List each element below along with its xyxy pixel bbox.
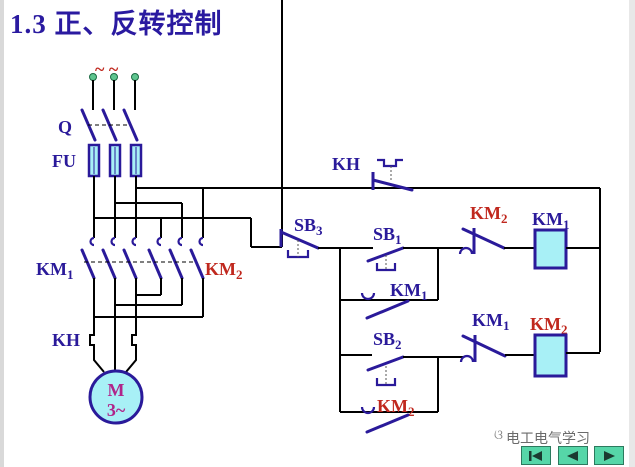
km2-interlock-contact: KM2 bbox=[458, 203, 534, 255]
label-kh-main: KH bbox=[52, 330, 80, 350]
sb3-stop-button: SB3 bbox=[279, 0, 373, 259]
previous-slide-icon bbox=[567, 450, 578, 461]
motor-circle bbox=[88, 369, 144, 425]
label-km1-coil: KM1 bbox=[532, 209, 570, 232]
kh-control-contact: KH bbox=[332, 154, 414, 192]
label-km1-main: KM1 bbox=[36, 259, 74, 282]
label-km2-hold: KM2 bbox=[377, 396, 415, 419]
wechat-icon: ଓ bbox=[494, 428, 503, 443]
label-km2-interlock: KM2 bbox=[470, 203, 508, 226]
first-slide-button[interactable] bbox=[521, 446, 551, 465]
motor-wiring bbox=[93, 278, 204, 330]
motor-phase: 3~ bbox=[107, 400, 126, 420]
label-sb3: SB3 bbox=[294, 215, 323, 238]
sb2-reverse-button: SB2 bbox=[340, 329, 463, 387]
main-wiring bbox=[93, 176, 600, 248]
thermal-relay-heater-kh: KH bbox=[52, 330, 137, 373]
watermark-text: 电工电气学习 bbox=[506, 431, 590, 447]
previous-slide-button[interactable] bbox=[558, 446, 588, 465]
next-slide-icon bbox=[604, 450, 615, 461]
first-slide-icon bbox=[529, 450, 542, 461]
label-km2-main: KM2 bbox=[205, 259, 243, 282]
motor-label: M bbox=[108, 380, 125, 400]
km2-main-contacts: KM2 bbox=[147, 236, 243, 282]
label-fu: FU bbox=[52, 151, 76, 171]
terminal-l2 bbox=[110, 73, 118, 81]
next-slide-button[interactable] bbox=[594, 446, 624, 465]
motor: M 3~ bbox=[88, 369, 144, 425]
label-sb2: SB2 bbox=[373, 329, 402, 352]
km1-coil: KM1 bbox=[532, 209, 600, 270]
fuses-fu: FU bbox=[52, 143, 143, 178]
km1-hold-contact: KM1 bbox=[340, 280, 438, 320]
page-title: 1.3 正、反转控制 bbox=[10, 9, 223, 39]
km2-hold-contact: KM2 bbox=[340, 396, 438, 434]
label-km1-interlock: KM1 bbox=[472, 310, 510, 333]
label-km1-hold: KM1 bbox=[390, 280, 428, 303]
main-switch-q: Q bbox=[58, 108, 139, 142]
km2-coil: KM2 bbox=[530, 314, 600, 378]
right-border bbox=[629, 0, 635, 467]
terminal-l1 bbox=[89, 73, 97, 81]
km2-coil-box bbox=[533, 333, 568, 378]
label-kh-ctrl: KH bbox=[332, 154, 360, 174]
label-sb1: SB1 bbox=[373, 224, 402, 247]
label-km2-coil: KM2 bbox=[530, 314, 568, 337]
sb1-forward-button: SB1 bbox=[366, 224, 463, 272]
km1-coil-box bbox=[533, 228, 568, 270]
km1-interlock-contact: KM1 bbox=[459, 310, 534, 363]
terminal-l3 bbox=[131, 73, 139, 81]
left-border bbox=[0, 0, 4, 467]
power-terminals: ~ ~ bbox=[89, 59, 139, 110]
km1-main-contacts: KM1 bbox=[36, 236, 138, 282]
label-q: Q bbox=[58, 117, 72, 137]
